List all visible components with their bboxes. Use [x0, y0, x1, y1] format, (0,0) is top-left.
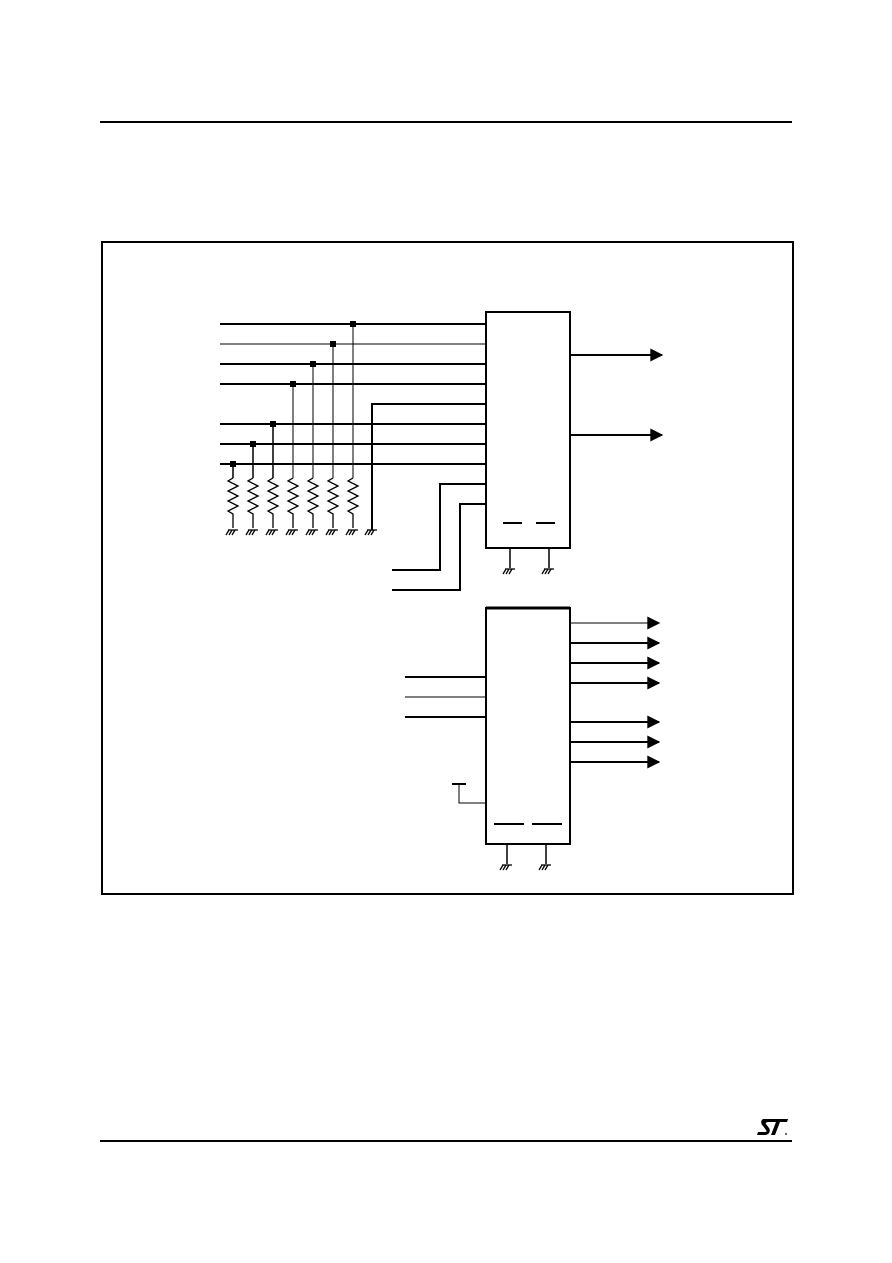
ground-icon [228, 529, 233, 536]
junction-dot [330, 341, 336, 347]
resistor [266, 477, 280, 528]
ground-icon [544, 864, 549, 871]
ground-icon [505, 864, 510, 871]
ground-icon [305, 529, 310, 536]
ground-icon [367, 529, 372, 536]
ground-icon [245, 529, 250, 536]
junction-dot [310, 361, 316, 367]
header-rule [100, 121, 792, 123]
ground-icon [248, 529, 253, 536]
ground-symbols [225, 529, 554, 871]
ground-icon [328, 529, 333, 536]
junction-dot [250, 441, 256, 447]
ground-icon [348, 529, 353, 536]
junction-dot [270, 421, 276, 427]
resistor-ladder [226, 321, 360, 528]
ground-icon [325, 529, 330, 536]
ground-icon [271, 529, 276, 536]
lower-output-group [570, 616, 661, 769]
ground-icon [370, 529, 375, 536]
ground-icon [547, 568, 552, 575]
lower-ic-block [485, 607, 571, 845]
resistor [326, 477, 340, 528]
ground-icon [505, 568, 510, 575]
junction-dot [350, 321, 356, 327]
junction-dot [290, 381, 296, 387]
ground-icon [544, 568, 549, 575]
ground-icon [308, 529, 313, 536]
ground-icon [251, 529, 256, 536]
ground-icon [268, 529, 273, 536]
ground-icon [538, 864, 543, 871]
ground-icon [541, 864, 546, 871]
ground-wire [371, 403, 486, 530]
ground-icon [331, 529, 336, 536]
ground-icon [288, 529, 293, 536]
ground-icon [311, 529, 316, 536]
figure-frame [101, 241, 794, 895]
resistor [226, 477, 240, 528]
ground-icon [291, 529, 296, 536]
ground-icon [345, 529, 350, 536]
upper-input-wire [392, 503, 486, 591]
footer-rule [100, 1140, 792, 1142]
lower-enable-wire [458, 785, 486, 804]
resistor [286, 477, 300, 528]
st-logo [757, 1119, 788, 1135]
ground-icon [364, 529, 369, 536]
ground-icon [231, 529, 236, 536]
ground-icon [285, 529, 290, 536]
upper-input-wire [392, 483, 486, 571]
resistor [306, 477, 320, 528]
resistor [246, 477, 260, 528]
resistor [346, 477, 360, 528]
ground-icon [508, 568, 513, 575]
junction-dot [230, 461, 236, 467]
ground-icon [502, 568, 507, 575]
ground-icon [502, 864, 507, 871]
upper-ic-block [485, 311, 571, 549]
ground-icon [541, 568, 546, 575]
ground-icon [265, 529, 270, 536]
ground-icon [499, 864, 504, 871]
ground-icon [225, 529, 230, 536]
ground-icon [351, 529, 356, 536]
